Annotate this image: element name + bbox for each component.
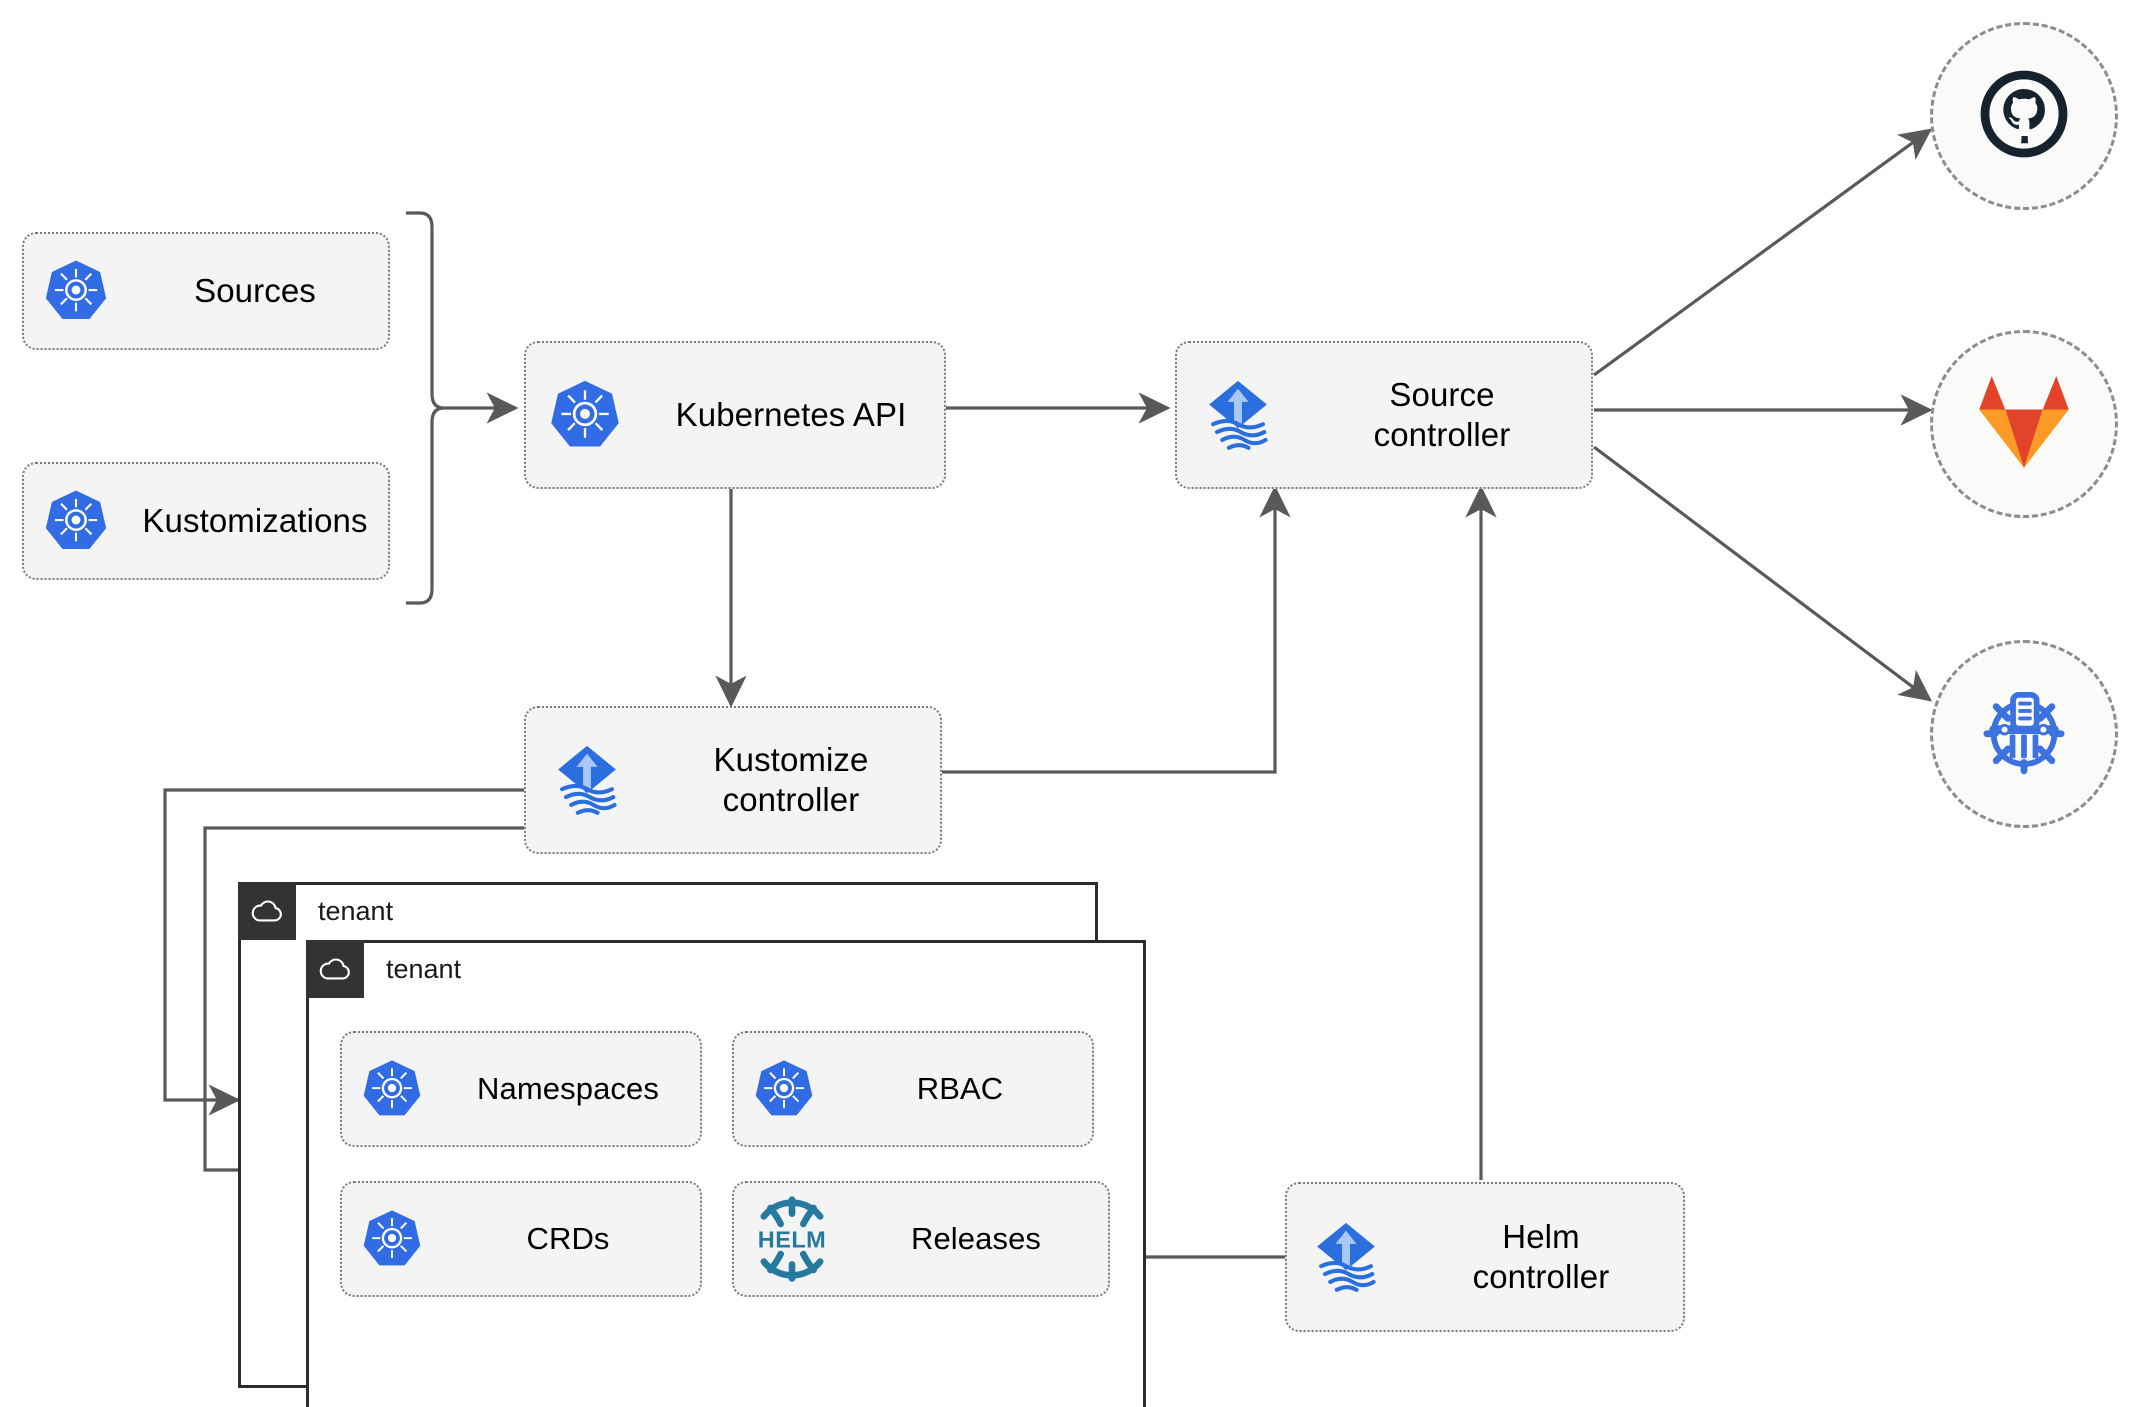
node-label: Releases	[910, 1221, 1042, 1257]
node-label: Namespaces	[477, 1071, 659, 1107]
node-label: Kustomizations	[142, 501, 368, 539]
github-icon	[1972, 62, 2076, 171]
node-label: Kustomize controller	[648, 740, 940, 821]
flux-icon	[1287, 1215, 1405, 1299]
node-source-controller[interactable]: Source controller	[1175, 341, 1593, 489]
node-helm-controller[interactable]: Helm controller	[1285, 1182, 1685, 1332]
node-namespaces[interactable]: Namespaces	[340, 1031, 702, 1147]
node-label: Sources	[194, 271, 316, 309]
kubernetes-icon	[342, 1208, 442, 1270]
node-label-line2: controller	[1373, 416, 1511, 453]
node-label-line1: Kustomize	[713, 740, 869, 778]
tenant-header: tenant	[306, 940, 461, 998]
kubernetes-icon	[526, 378, 644, 452]
tenant-container-inner[interactable]: tenant	[306, 940, 1146, 1407]
flux-icon	[1177, 373, 1299, 457]
node-label: Helm controller	[1405, 1217, 1683, 1298]
helm-icon: HELM	[734, 1192, 850, 1286]
node-label: CRDs	[526, 1221, 610, 1257]
node-label: Kubernetes API	[675, 395, 907, 433]
node-kustomize-controller[interactable]: Kustomize controller	[524, 706, 942, 854]
helm-wordmark: HELM	[758, 1226, 826, 1252]
cloud-icon	[238, 882, 296, 940]
kubernetes-icon	[24, 488, 128, 554]
provider-gitlab[interactable]	[1930, 330, 2118, 518]
node-rbac[interactable]: RBAC	[732, 1031, 1094, 1147]
kubernetes-icon	[24, 258, 128, 324]
provider-github[interactable]	[1930, 22, 2118, 210]
tenant-name: tenant	[318, 895, 394, 926]
node-kubernetes-api[interactable]: Kubernetes API	[524, 341, 946, 489]
helm-repository-icon	[1970, 678, 2078, 791]
provider-helm-repository[interactable]	[1930, 640, 2118, 828]
node-sources[interactable]: Sources	[22, 232, 390, 350]
node-releases[interactable]: HELM Releases	[732, 1181, 1110, 1297]
node-label-line1: Source	[1389, 375, 1495, 413]
cloud-icon	[306, 940, 364, 998]
node-label-line1: Helm	[1502, 1217, 1580, 1255]
tenant-name: tenant	[386, 953, 462, 984]
node-label-line2: controller	[722, 781, 860, 818]
tenant-header: tenant	[238, 882, 393, 940]
gitlab-icon	[1971, 372, 2077, 477]
node-label: Source controller	[1299, 375, 1591, 456]
node-kustomizations[interactable]: Kustomizations	[22, 462, 390, 580]
node-crds[interactable]: CRDs	[340, 1181, 702, 1297]
kubernetes-icon	[342, 1058, 442, 1120]
kubernetes-icon	[734, 1058, 834, 1120]
node-label: RBAC	[916, 1071, 1004, 1107]
node-label-line2: controller	[1472, 1258, 1610, 1295]
flux-icon	[526, 738, 648, 822]
